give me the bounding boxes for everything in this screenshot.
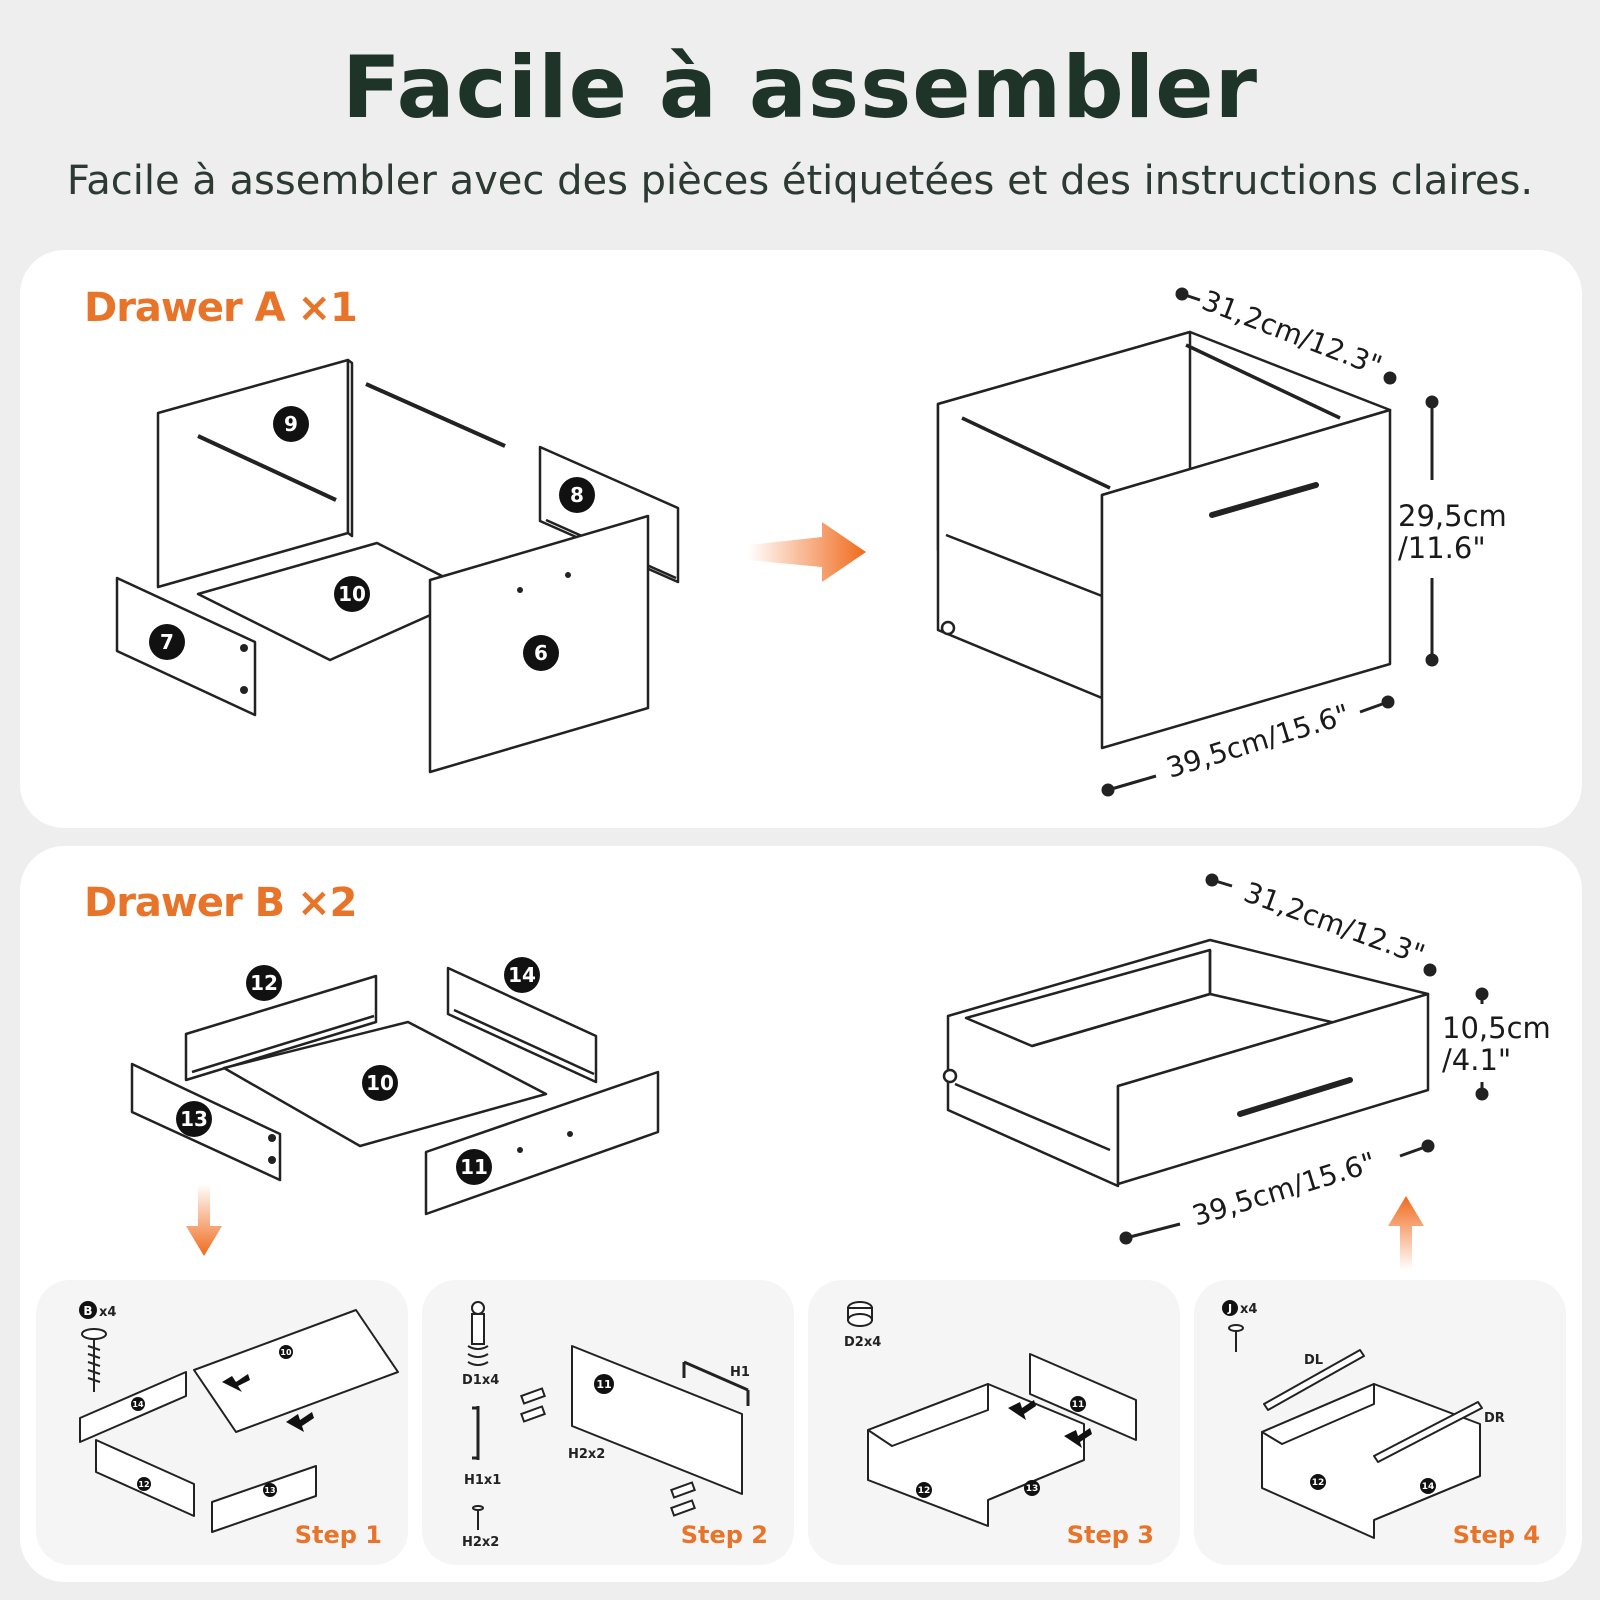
arrow-down-icon [186,1184,222,1256]
drawer-a-part-7-number: 7 [160,630,174,654]
step-2-label-h1: H1 [730,1365,750,1380]
step-1-diagram: B x4 14 10 12 13 [79,1301,399,1533]
step-1-part-12: 12 [138,1480,149,1489]
step-1-hardware-letter: B [83,1304,92,1318]
step-4-part-14: 14 [1422,1482,1435,1492]
drawer-b-assembled [946,938,1430,1188]
step-3-card: D2x4 11 12 13 Step 3 [808,1280,1180,1565]
step-3-part-12: 12 [918,1486,931,1496]
step-2-part-11: 11 [596,1378,611,1391]
page-title: Facile à assembler [341,38,1259,138]
step-3-diagram: D2x4 11 12 13 [844,1301,1137,1527]
drawer-a-part-8-number: 8 [570,483,584,507]
drawer-b-height-dimension: 10,5cm /4.1" [1442,1012,1551,1076]
step-2-label-h2: H2x2 [568,1447,605,1462]
part-14-side-panel [446,966,598,1084]
drawer-b-height-cm: 10,5cm [1442,1011,1551,1045]
step-2-card: D1x4 H1x1 H2x2 [422,1280,794,1565]
step-4-part-12: 12 [1312,1478,1325,1488]
step-1-label: Step 1 [294,1521,382,1549]
step-4-hardware-count: x4 [1240,1302,1257,1317]
drawer-b-part-12-number: 12 [250,971,278,995]
step-2-hardware-d1: D1x4 [462,1373,499,1388]
arrow-right-icon [748,522,866,582]
drawer-a-part-10-number: 10 [338,582,366,606]
drawer-a-height-in: /11.6" [1398,531,1486,565]
step-1-card: B x4 14 10 12 13 [36,1280,408,1565]
drawer-a-part-badges [149,406,595,671]
drawer-b-part-14-number: 14 [508,963,536,987]
step-3-hardware-d2: D2x4 [844,1335,881,1350]
drawer-b-height-in: /4.1" [1442,1043,1512,1077]
step-1-part-14: 14 [132,1400,144,1409]
step-4-diagram: J x4 DL DR 12 14 [1222,1300,1505,1539]
cam-dowel-icon [467,1301,489,1366]
drawer-b-part-11-number: 11 [460,1155,488,1179]
arrow-up-icon [1388,1196,1424,1270]
drawer-a-height-cm: 29,5cm [1398,499,1507,533]
part-7-side-panel [115,576,257,717]
screw-icon [81,1328,107,1392]
step-1-part-13: 13 [264,1486,275,1495]
cam-lock-icon [847,1301,873,1327]
drawer-a-part-6-number: 6 [534,641,548,665]
step-1-part-10: 10 [280,1348,292,1357]
step-3-label: Step 3 [1066,1521,1154,1549]
step-4-rail-dr: DR [1484,1411,1505,1426]
step-2-hardware-h1: H1x1 [464,1473,501,1488]
part-12-back-panel [184,974,378,1082]
bolt-icon [472,1505,484,1530]
step-2-hardware-h2: H2x2 [462,1535,499,1550]
step-4-label: Step 4 [1452,1521,1540,1549]
step-2-label: Step 2 [680,1521,768,1549]
step-3-part-11: 11 [1072,1400,1085,1410]
small-screw-icon [1228,1324,1244,1352]
step-3-part-13: 13 [1026,1484,1039,1494]
drawer-a-part-9-number: 9 [284,412,298,436]
handle-icon [472,1406,480,1460]
drawer-a-height-dimension: 29,5cm /11.6" [1398,500,1507,564]
step-4-hardware-letter: J [1227,1302,1232,1315]
page-subtitle: Facile à assembler avec des pièces étiqu… [66,158,1534,204]
drawer-b-width-dimension: 39,5cm/15.6" [1188,1146,1379,1233]
drawer-b-label: Drawer B ×2 [84,880,357,926]
assembly-steps: B x4 14 10 12 13 [36,1280,1566,1565]
step-4-card: J x4 DL DR 12 14 Ste [1194,1280,1566,1565]
step-1-hardware-count: x4 [99,1305,116,1320]
step-2-diagram: D1x4 H1x1 H2x2 [462,1301,750,1550]
step-4-rail-dl: DL [1304,1353,1323,1368]
drawer-b-part-10-number: 10 [366,1071,394,1095]
drawer-b-part-13-number: 13 [180,1107,208,1131]
drawer-a-label: Drawer A ×1 [84,285,358,331]
drawer-a-assembled [936,330,1392,750]
